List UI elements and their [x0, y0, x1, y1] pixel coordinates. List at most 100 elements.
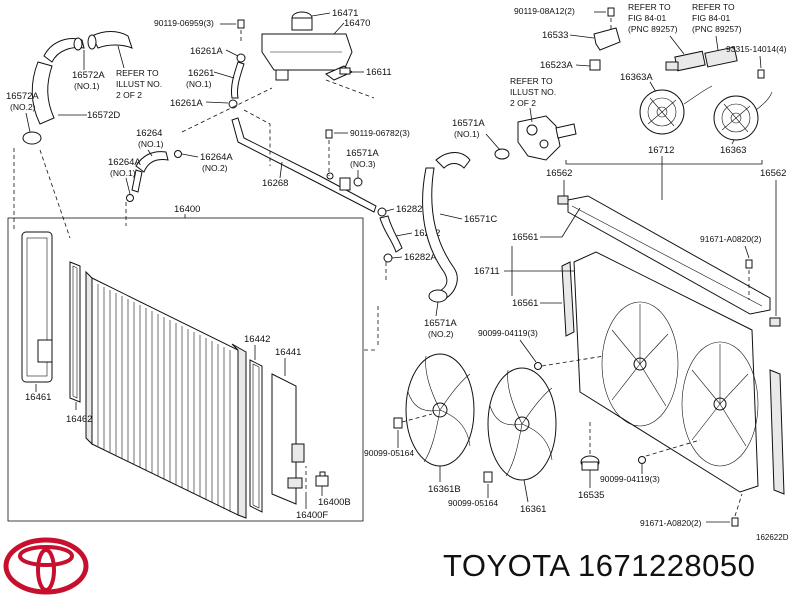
refer-to-illust-mid-2: ILLUST NO. — [510, 87, 556, 97]
brand-part-number: TOYOTA 1671228050 — [443, 548, 756, 583]
refer-to-illust-left-1: REFER TO — [116, 68, 159, 78]
callout-16264A-left-no: (NO.1) — [110, 168, 136, 178]
fan-shroud-16711 — [573, 251, 759, 493]
callout-16571A-lower: 16571A — [424, 318, 457, 329]
callout-16523A: 16523A — [540, 60, 573, 71]
callout-16442: 16442 — [244, 334, 270, 345]
callout-16533: 16533 — [542, 30, 568, 41]
radiator-right-tank — [271, 373, 305, 505]
callout-16571A-upper: 16571A — [452, 118, 485, 129]
callout-16572A-left-no: (NO.2) — [10, 102, 36, 112]
callout-16361B: 16361B — [428, 484, 461, 495]
fan-16361B — [405, 353, 475, 467]
callout-16261-no1: (NO.1) — [186, 79, 212, 89]
bypass-hose-16264 — [131, 151, 169, 193]
callout-16571A-mid: 16571A — [346, 148, 379, 159]
callout-16363A: 16363A — [620, 72, 653, 83]
radiator-drain-cock — [315, 471, 329, 487]
callout-90119-06959: 90119-06959(3) — [154, 18, 214, 28]
lower-hose-16572D — [22, 61, 55, 145]
refer-fig2-1: REFER TO — [692, 2, 735, 12]
callout-16261A-bottom: 16261A — [170, 98, 203, 109]
callout-93315: 93315-14014(4) — [726, 44, 787, 54]
radiator-left-tank — [21, 231, 53, 383]
callout-16400B: 16400B — [318, 497, 351, 508]
callout-16562-right: 16562 — [760, 168, 786, 179]
callout-16561-top: 16561 — [512, 232, 538, 243]
shroud-seal-16561-left — [561, 261, 575, 337]
callout-16400: 16400 — [174, 204, 200, 215]
refer-to-illust-left-2: ILLUST NO. — [116, 79, 162, 89]
callout-90099-04119-top: 90099-04119(3) — [478, 328, 538, 338]
radiator-core — [85, 270, 247, 519]
refer-fig1-2: FIG 84-01 — [628, 13, 667, 23]
reservoir-hose-16261 — [231, 61, 245, 99]
callout-16462: 16462 — [66, 414, 92, 425]
refer-fig2-3: (PNC 89257) — [692, 24, 742, 34]
toyota-logo — [3, 537, 89, 595]
callout-90099-05164-mid: 90099-05164 — [448, 498, 498, 508]
reservoir-tank — [261, 11, 353, 81]
grommet-16535 — [580, 455, 600, 471]
refer-to-illust-mid-1: REFER TO — [510, 76, 553, 86]
callout-16572A-top: 16572A — [72, 70, 105, 81]
callout-16470: 16470 — [344, 18, 370, 29]
callout-16261: 16261 — [188, 68, 214, 79]
callout-16561-bottom: 16561 — [512, 298, 538, 309]
callout-16571C: 16571C — [464, 214, 497, 225]
callout-16264-no: (NO.1) — [138, 139, 164, 149]
fan-relay-right — [704, 46, 738, 68]
callout-90099-05164-left: 90099-05164 — [364, 448, 414, 458]
callout-16264A-left: 16264A — [108, 157, 141, 168]
callout-16261A-top: 16261A — [190, 46, 223, 57]
callout-16471: 16471 — [332, 8, 358, 19]
callout-16571A-mid-no: (NO.3) — [350, 159, 376, 169]
radiator-assembly-frame — [7, 217, 364, 522]
callout-16264A-right-no: (NO.2) — [202, 163, 228, 173]
refer-fig1-3: (PNC 89257) — [628, 24, 678, 34]
fan-motor-left — [639, 85, 713, 135]
refer-to-illust-left-3: 2 OF 2 — [116, 90, 142, 100]
fan-relay-left — [665, 50, 706, 72]
bracket-16533 — [593, 27, 621, 51]
callout-16712: 16712 — [648, 145, 674, 156]
callout-16264A-right: 16264A — [200, 152, 233, 163]
water-outlet-housing — [517, 115, 577, 161]
callout-91671-top: 91671-A0820(2) — [700, 234, 762, 244]
callout-16461: 16461 — [25, 392, 51, 403]
callout-16571A-upper-no: (NO.1) — [454, 129, 480, 139]
bypass-pipe-16268 — [231, 117, 377, 213]
shroud-seal-16561-right — [769, 369, 785, 495]
hose-16282 — [377, 207, 403, 263]
refer-to-illust-mid-3: 2 OF 2 — [510, 98, 536, 108]
callout-16264: 16264 — [136, 128, 162, 139]
fan-16361 — [487, 367, 557, 481]
callout-16572D: 16572D — [87, 110, 120, 121]
callout-16711: 16711 — [474, 266, 500, 277]
callout-90119-06782: 90119-06782(3) — [350, 128, 410, 138]
callout-16572A-left: 16572A — [6, 91, 39, 102]
callout-16562-left: 16562 — [546, 168, 572, 179]
callout-16571A-lower-no: (NO.2) — [428, 329, 454, 339]
radiator-hose-16571C — [422, 148, 510, 303]
callout-16611: 16611 — [366, 67, 392, 78]
callout-16535: 16535 — [578, 490, 604, 501]
radiator-gasket-right — [249, 359, 263, 513]
callout-16282A-bottom: 16282A — [404, 252, 437, 263]
callout-16361: 16361 — [520, 504, 546, 515]
refer-fig2-2: FIG 84-01 — [692, 13, 731, 23]
callout-16441: 16441 — [275, 347, 301, 358]
callout-16282A-top: 16282A — [396, 204, 429, 215]
radiator-gasket-left — [69, 261, 81, 403]
callout-16572A-top-no: (NO.1) — [74, 81, 100, 91]
refer-fig1-1: REFER TO — [628, 2, 671, 12]
callout-91671-bottom: 91671-A0820(2) — [640, 518, 702, 528]
callout-90099-04119-bottom: 90099-04119(3) — [600, 474, 660, 484]
callout-16268: 16268 — [262, 178, 288, 189]
fan-shroud-upper-support — [567, 195, 771, 315]
callout-16363: 16363 — [720, 145, 746, 156]
callout-16400F: 16400F — [296, 510, 328, 521]
fan-motor-right — [713, 91, 773, 141]
callout-90119-08A12: 90119-08A12(2) — [514, 6, 575, 16]
